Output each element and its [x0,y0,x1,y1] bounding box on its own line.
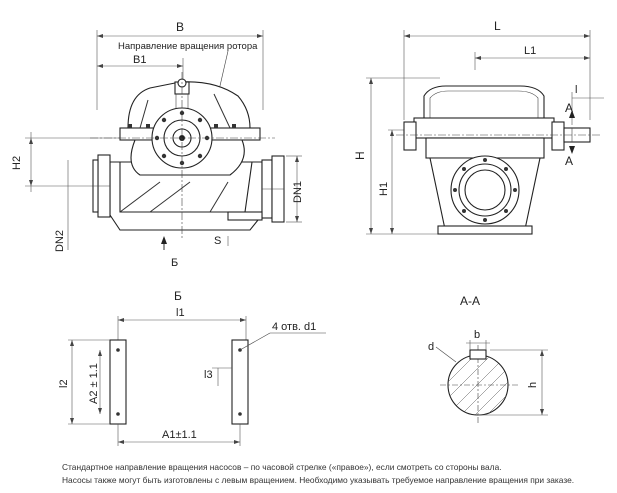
section-mark-bottom: A [565,154,573,168]
dim-S-label: S [214,235,221,247]
dim-b-label: b [474,329,480,341]
view-arrow-label: Б [171,257,178,269]
dim-l2-label: l2 [58,379,70,388]
dim-l3-label: l3 [204,369,213,381]
holes-label: 4 отв. d1 [272,321,316,333]
dim-H2-label: H2 [11,156,23,170]
dim-H1-label: H1 [378,182,390,196]
dim-B-label: B [176,20,184,34]
section-aa-title: А-А [460,294,480,308]
dim-d-label: d [428,341,434,353]
view-b: Б l1 l2 A2 ± 1.1 l3 4 отв [58,289,326,446]
dim-B1-label: B1 [133,54,146,66]
section-mark-top: A [565,101,573,115]
dim-DN2-label: DN2 [54,230,66,252]
dim-l1-label: l1 [176,307,185,319]
dim-A1-label: A1±1.1 [162,429,197,441]
dim-h-label: h [527,382,539,388]
dim-DN1-label: DN1 [292,181,304,203]
dim-L1-label: L1 [524,45,536,57]
dim-A2-label: A2 ± 1.1 [88,363,100,404]
dim-L-label: L [494,19,501,33]
dim-l-label: l [575,84,577,96]
note-standard-rotation: Стандартное направление вращения насосов… [62,462,502,472]
front-view: B Направление вращения ротора B1 H2 DN2 [11,20,304,269]
view-b-title: Б [174,289,182,303]
dim-H-label: H [353,151,367,160]
side-view: L L1 l H H1 [353,19,604,235]
section-aa: А-А b d [428,294,548,425]
rotation-direction-label: Направление вращения ротора [118,41,258,52]
note-left-rotation: Насосы также могут быть изготовлены с ле… [62,475,575,485]
